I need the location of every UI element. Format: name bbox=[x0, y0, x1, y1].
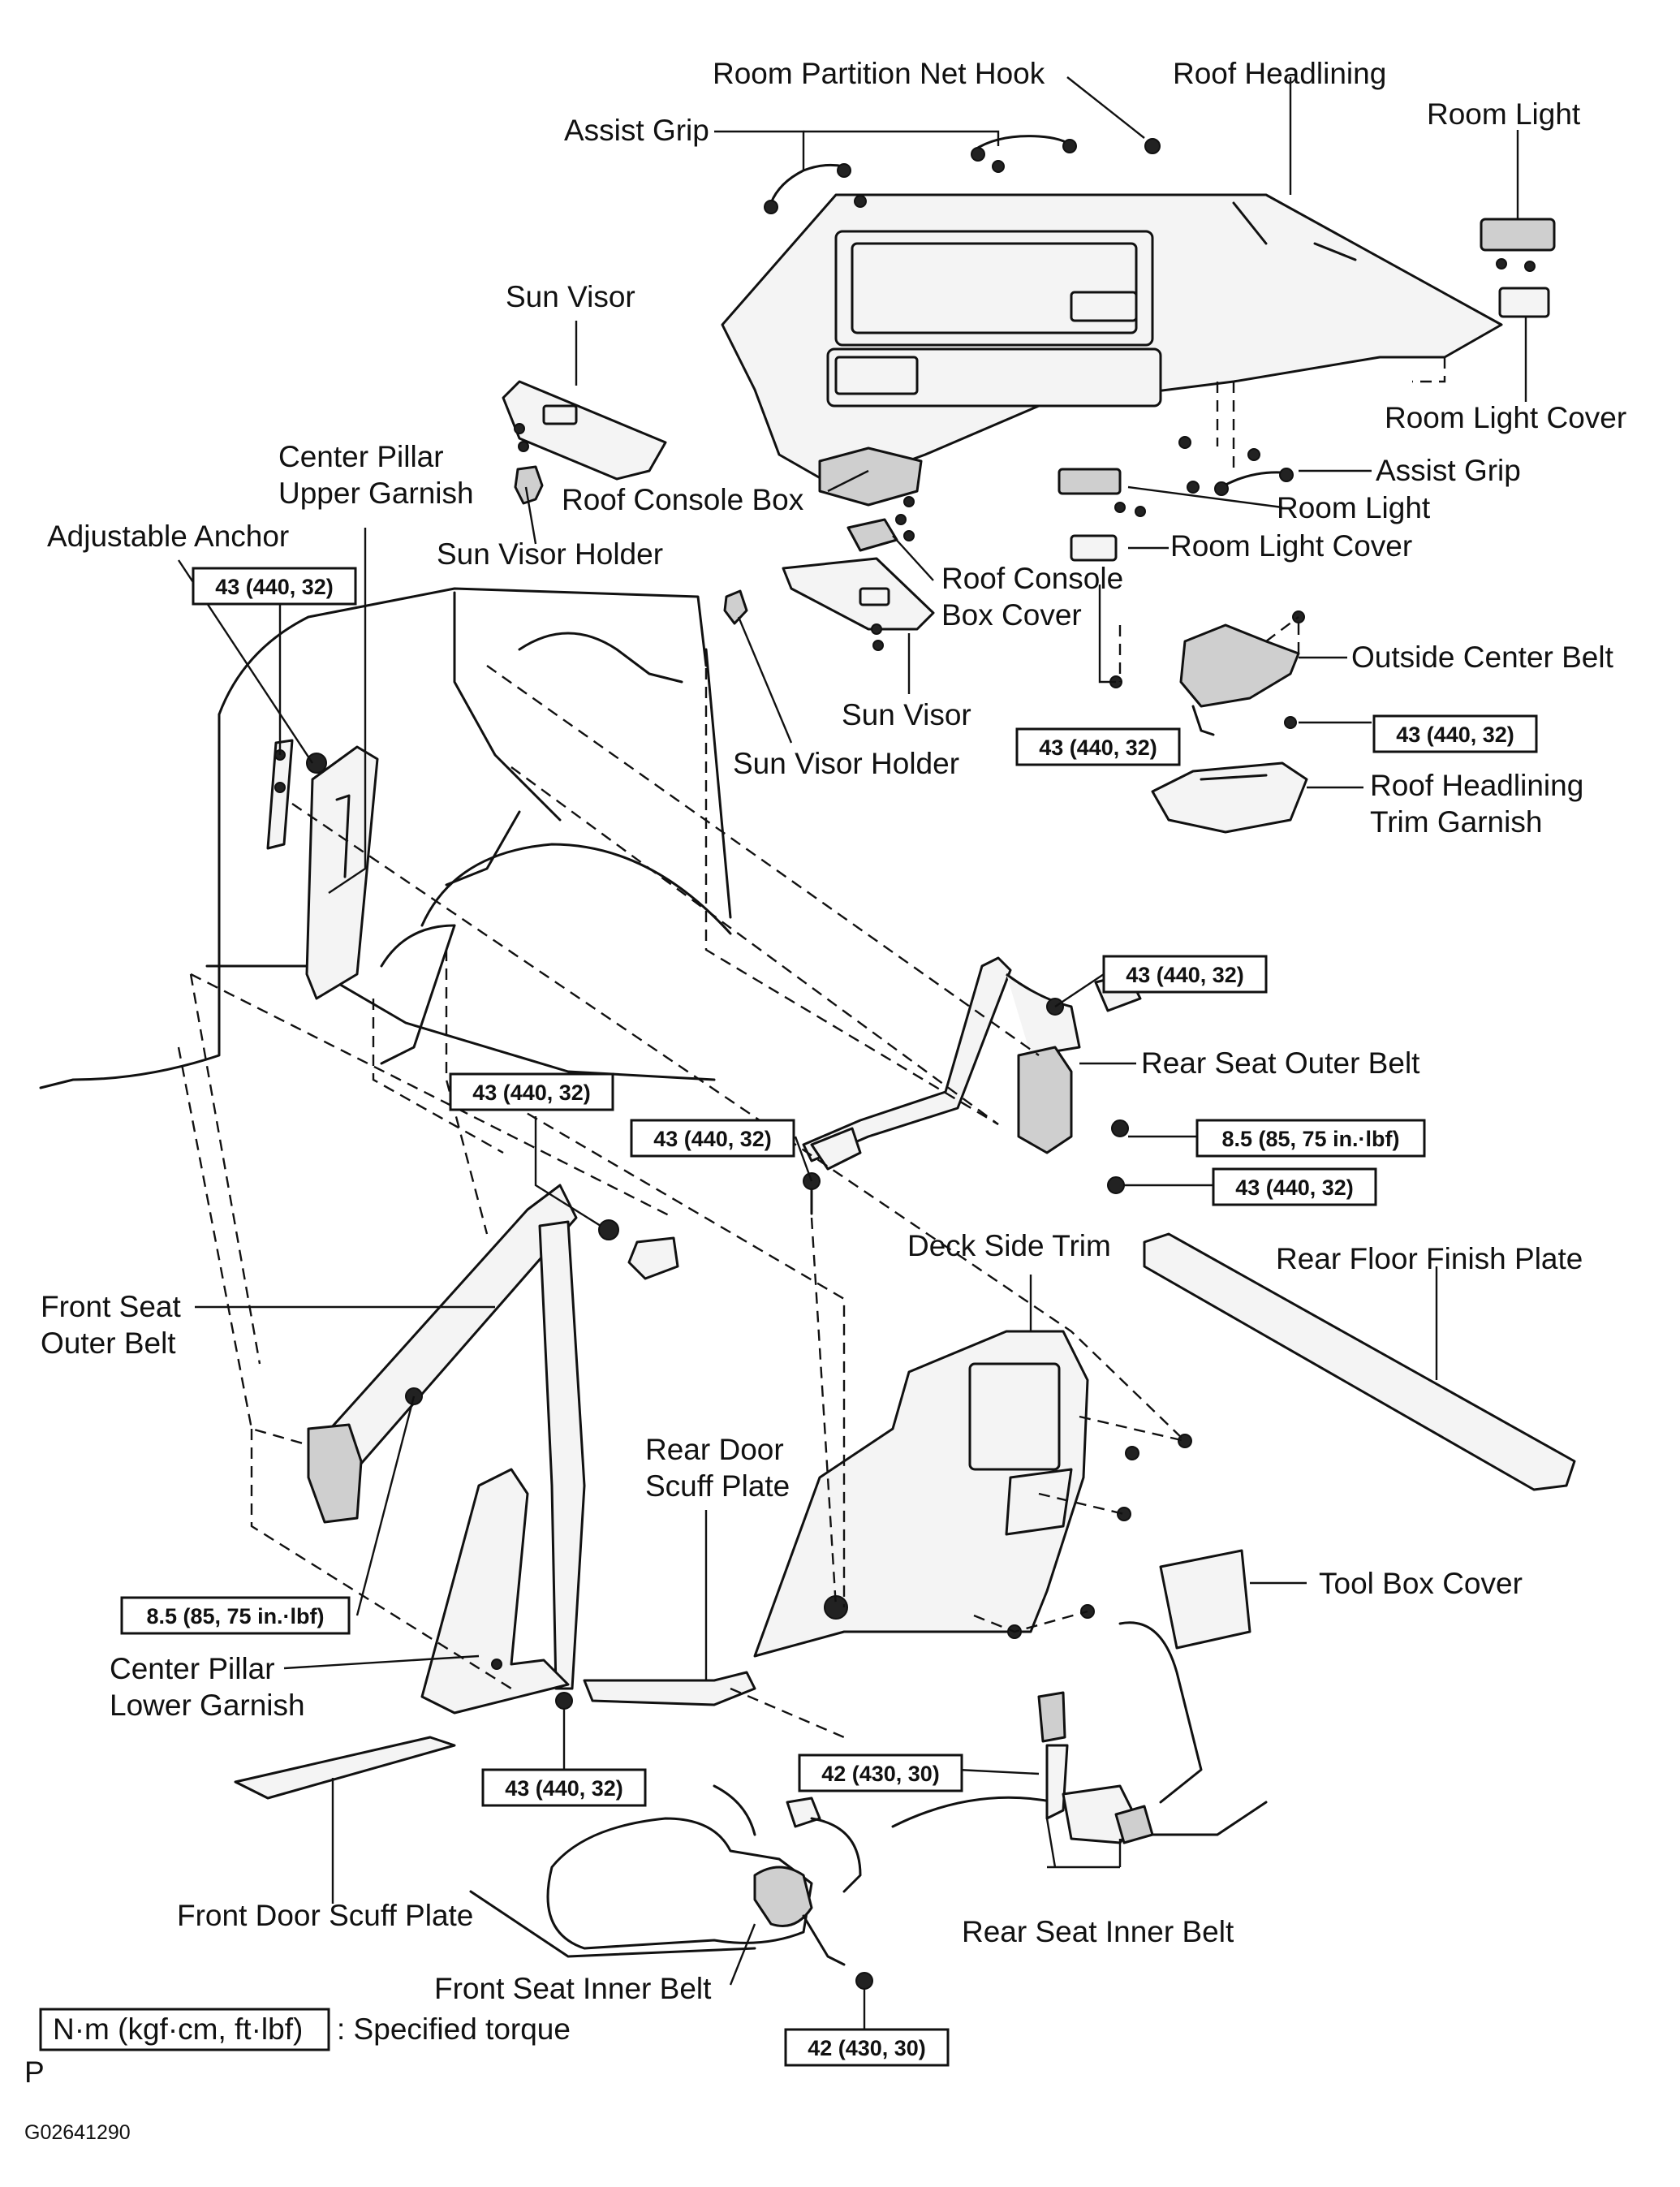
svg-text:8.5 (85, 75 in.·lbf): 8.5 (85, 75 in.·lbf) bbox=[1221, 1127, 1399, 1151]
label-rear-seat-inner-belt: Rear Seat Inner Belt bbox=[962, 1915, 1234, 1948]
torque-box-7: 43 (440, 32) bbox=[1212, 1167, 1377, 1206]
footer-code: G02641290 bbox=[24, 2121, 131, 2144]
label-center-pillar-upper-1: Center Pillar bbox=[278, 440, 444, 473]
label-room-light-cover-top: Room Light Cover bbox=[1385, 401, 1626, 434]
label-rear-seat-outer-belt: Rear Seat Outer Belt bbox=[1141, 1046, 1420, 1080]
front-seat-outer-belt bbox=[307, 1184, 679, 1710]
front-door-scuff-plate bbox=[234, 1736, 456, 1800]
legend-text: : Specified torque bbox=[337, 2012, 571, 2046]
label-front-door-scuff: Front Door Scuff Plate bbox=[177, 1899, 473, 1932]
svg-text:42 (430, 30): 42 (430, 30) bbox=[808, 2036, 926, 2060]
label-center-pillar-lower-1: Center Pillar bbox=[110, 1652, 275, 1685]
rear-floor-finish-plate bbox=[1143, 1232, 1576, 1491]
label-front-seat-outer-1: Front Seat bbox=[41, 1290, 181, 1323]
label-room-light-cover-mid: Room Light Cover bbox=[1170, 529, 1412, 563]
roof-headlining bbox=[721, 193, 1503, 489]
label-sun-visor-holder-right: Sun Visor Holder bbox=[733, 747, 959, 780]
rear-seat-outer-belt bbox=[802, 956, 1142, 1215]
label-sun-visor-top: Sun Visor bbox=[506, 280, 635, 313]
torque-box-6: 43 (440, 32) bbox=[630, 1119, 795, 1158]
label-assist-grip-right: Assist Grip bbox=[1376, 454, 1521, 487]
svg-text:43 (440, 32): 43 (440, 32) bbox=[1235, 1175, 1354, 1200]
body-shell bbox=[39, 587, 732, 1089]
label-outside-center-belt: Outside Center Belt bbox=[1351, 641, 1614, 674]
front-seat bbox=[469, 1784, 813, 1958]
svg-text:42 (430, 30): 42 (430, 30) bbox=[821, 1762, 940, 1786]
label-tool-box-cover: Tool Box Cover bbox=[1319, 1567, 1523, 1600]
assist-grip-right bbox=[1214, 448, 1294, 496]
svg-text:43 (440, 32): 43 (440, 32) bbox=[505, 1776, 623, 1801]
label-adjustable-anchor: Adjustable Anchor bbox=[47, 520, 289, 553]
label-rear-door-scuff-1: Rear Door bbox=[645, 1433, 784, 1466]
torque-box-8: 8.5 (85, 75 in.·lbf) bbox=[1195, 1119, 1426, 1158]
footer-mark: P bbox=[24, 2055, 45, 2089]
label-sun-visor-right: Sun Visor bbox=[842, 698, 971, 731]
torque-box-5: 43 (440, 32) bbox=[449, 1072, 614, 1111]
svg-text:43 (440, 32): 43 (440, 32) bbox=[472, 1081, 591, 1105]
center-pillar-upper-garnish bbox=[305, 745, 379, 1000]
label-roof-headlining-trim-1: Roof Headlining bbox=[1370, 769, 1583, 802]
label-room-light-mid: Room Light bbox=[1277, 491, 1431, 524]
label-rear-door-scuff-2: Scuff Plate bbox=[645, 1469, 790, 1503]
label-room-partition-net-hook: Room Partition Net Hook bbox=[713, 57, 1045, 90]
torque-box-9: 8.5 (85, 75 in.·lbf) bbox=[120, 1596, 351, 1635]
label-rear-floor-finish-plate: Rear Floor Finish Plate bbox=[1276, 1242, 1583, 1275]
legend-box bbox=[39, 2008, 330, 2051]
sun-visor-right bbox=[782, 557, 935, 651]
svg-text:8.5 (85, 75 in.·lbf): 8.5 (85, 75 in.·lbf) bbox=[146, 1604, 324, 1628]
label-roof-headlining: Roof Headlining bbox=[1173, 57, 1386, 90]
torque-box-2: 43 (440, 32) bbox=[1015, 727, 1181, 766]
label-front-seat-inner-belt: Front Seat Inner Belt bbox=[434, 1972, 712, 2005]
torque-box-3: 43 (440, 32) bbox=[1372, 714, 1538, 753]
torque-leader-lines bbox=[278, 584, 1372, 2030]
outside-center-belt bbox=[1109, 610, 1305, 736]
label-deck-side-trim: Deck Side Trim bbox=[907, 1229, 1111, 1262]
assist-grip-top-right bbox=[971, 135, 1077, 173]
torque-box-1: 43 (440, 32) bbox=[192, 567, 357, 606]
room-light-mid bbox=[1058, 468, 1146, 562]
label-center-pillar-lower-2: Lower Garnish bbox=[110, 1689, 305, 1722]
label-room-light-top: Room Light bbox=[1427, 97, 1581, 131]
roof-headlining-trim-garnish bbox=[1151, 761, 1308, 834]
svg-text:43 (440, 32): 43 (440, 32) bbox=[1396, 723, 1514, 747]
clip-1 bbox=[1178, 436, 1191, 449]
label-front-seat-outer-2: Outer Belt bbox=[41, 1326, 176, 1360]
svg-text:43 (440, 32): 43 (440, 32) bbox=[215, 575, 334, 599]
label-center-pillar-upper-2: Upper Garnish bbox=[278, 477, 474, 510]
torque-box-11: 42 (430, 30) bbox=[798, 1753, 963, 1792]
leader-lines bbox=[177, 76, 1527, 1986]
label-roof-console-box-cover-1: Roof Console bbox=[941, 562, 1123, 595]
torque-box-12: 42 (430, 30) bbox=[784, 2028, 950, 2067]
clip-2 bbox=[1187, 481, 1200, 494]
torque-box-10: 43 (440, 32) bbox=[481, 1768, 647, 1807]
roof-console-box bbox=[818, 446, 923, 552]
legend: N·m (kgf·cm, ft·lbf) : Specified torque bbox=[39, 2008, 571, 2051]
assist-grip-top-left bbox=[764, 163, 867, 214]
rear-seat-inner-belt bbox=[891, 1621, 1268, 1844]
torque-specs: 43 (440, 32) 43 (440, 32) 43 (440, 32) 4… bbox=[120, 567, 1538, 2067]
label-sun-visor-holder-left: Sun Visor Holder bbox=[437, 537, 663, 571]
sun-visor-top bbox=[502, 380, 667, 481]
center-pillar-lower-garnish bbox=[420, 1468, 570, 1715]
alignment-lines bbox=[177, 357, 1446, 1739]
room-light-top bbox=[1480, 218, 1556, 318]
legend-unit: N·m (kgf·cm, ft·lbf) bbox=[53, 2012, 303, 2046]
label-roof-console-box: Roof Console Box bbox=[562, 483, 804, 516]
torque-box-4: 43 (440, 32) bbox=[1102, 955, 1268, 994]
net-hook-bolt bbox=[1144, 138, 1161, 154]
label-roof-headlining-trim-2: Trim Garnish bbox=[1370, 805, 1542, 839]
svg-text:43 (440, 32): 43 (440, 32) bbox=[1126, 963, 1244, 987]
tool-box-cover bbox=[1159, 1549, 1251, 1650]
label-assist-grip-top: Assist Grip bbox=[564, 114, 709, 147]
label-roof-console-box-cover-2: Box Cover bbox=[941, 598, 1082, 632]
svg-text:43 (440, 32): 43 (440, 32) bbox=[653, 1127, 772, 1151]
part-labels: Room Partition Net Hook Roof Headlining … bbox=[41, 57, 1626, 2005]
rear-door-scuff-plate bbox=[583, 1671, 756, 1706]
deck-side-trim bbox=[753, 1330, 1192, 1658]
sun-visor-holder-right bbox=[723, 589, 748, 625]
front-seat-inner-belt bbox=[753, 1797, 873, 1990]
sun-visor-holder-left bbox=[514, 465, 544, 505]
svg-text:43 (440, 32): 43 (440, 32) bbox=[1039, 735, 1157, 760]
